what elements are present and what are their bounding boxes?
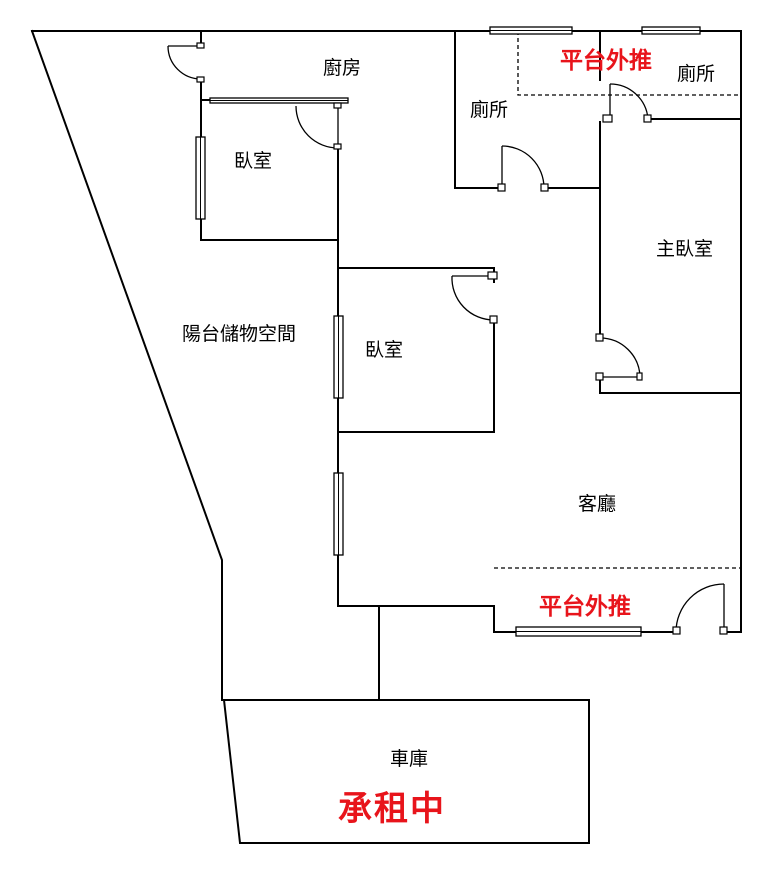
door-master-bedroom	[595, 333, 643, 381]
window-bedroom-top	[195, 136, 206, 220]
label-bathroom-right: 廁所	[677, 62, 715, 85]
label-bedroom-middle: 臥室	[365, 339, 403, 361]
balcony-outlines	[494, 31, 741, 569]
label-living-room: 客廳	[578, 493, 616, 515]
label-bedroom-top: 臥室	[234, 150, 272, 172]
window-bathroom-right-top	[641, 26, 701, 35]
window-living-bottom	[515, 626, 642, 637]
windows	[195, 26, 701, 637]
room-labels: 廚房 臥室 廁所 平台外推 廁所 主臥室 陽台儲物空間 臥室 客廳 平台外推 車…	[182, 47, 715, 829]
label-bathroom-center: 廁所	[470, 98, 508, 121]
window-bedroom-middle	[333, 315, 344, 399]
label-master-bedroom: 主臥室	[656, 238, 713, 260]
walls	[30, 29, 742, 701]
label-balcony-extension-top: 平台外推	[560, 47, 652, 74]
door-kitchen	[167, 42, 205, 83]
label-garage: 車庫	[390, 748, 428, 770]
door-bedroom-middle	[451, 271, 498, 324]
label-garage-status: 承租中	[338, 789, 446, 829]
window-living-left	[333, 472, 344, 556]
doors	[167, 42, 728, 635]
window-kitchen-rail	[209, 97, 349, 104]
door-bedroom-top	[295, 102, 342, 150]
door-bathroom-right	[602, 83, 652, 123]
garage-outline	[222, 699, 590, 844]
door-bathroom-center	[497, 145, 549, 192]
label-balcony-extension-bottom: 平台外推	[539, 593, 631, 620]
label-balcony-storage: 陽台儲物空間	[182, 323, 296, 345]
window-bathroom-top	[489, 26, 573, 35]
label-kitchen: 廚房	[323, 56, 361, 79]
door-living-balcony	[672, 583, 728, 635]
